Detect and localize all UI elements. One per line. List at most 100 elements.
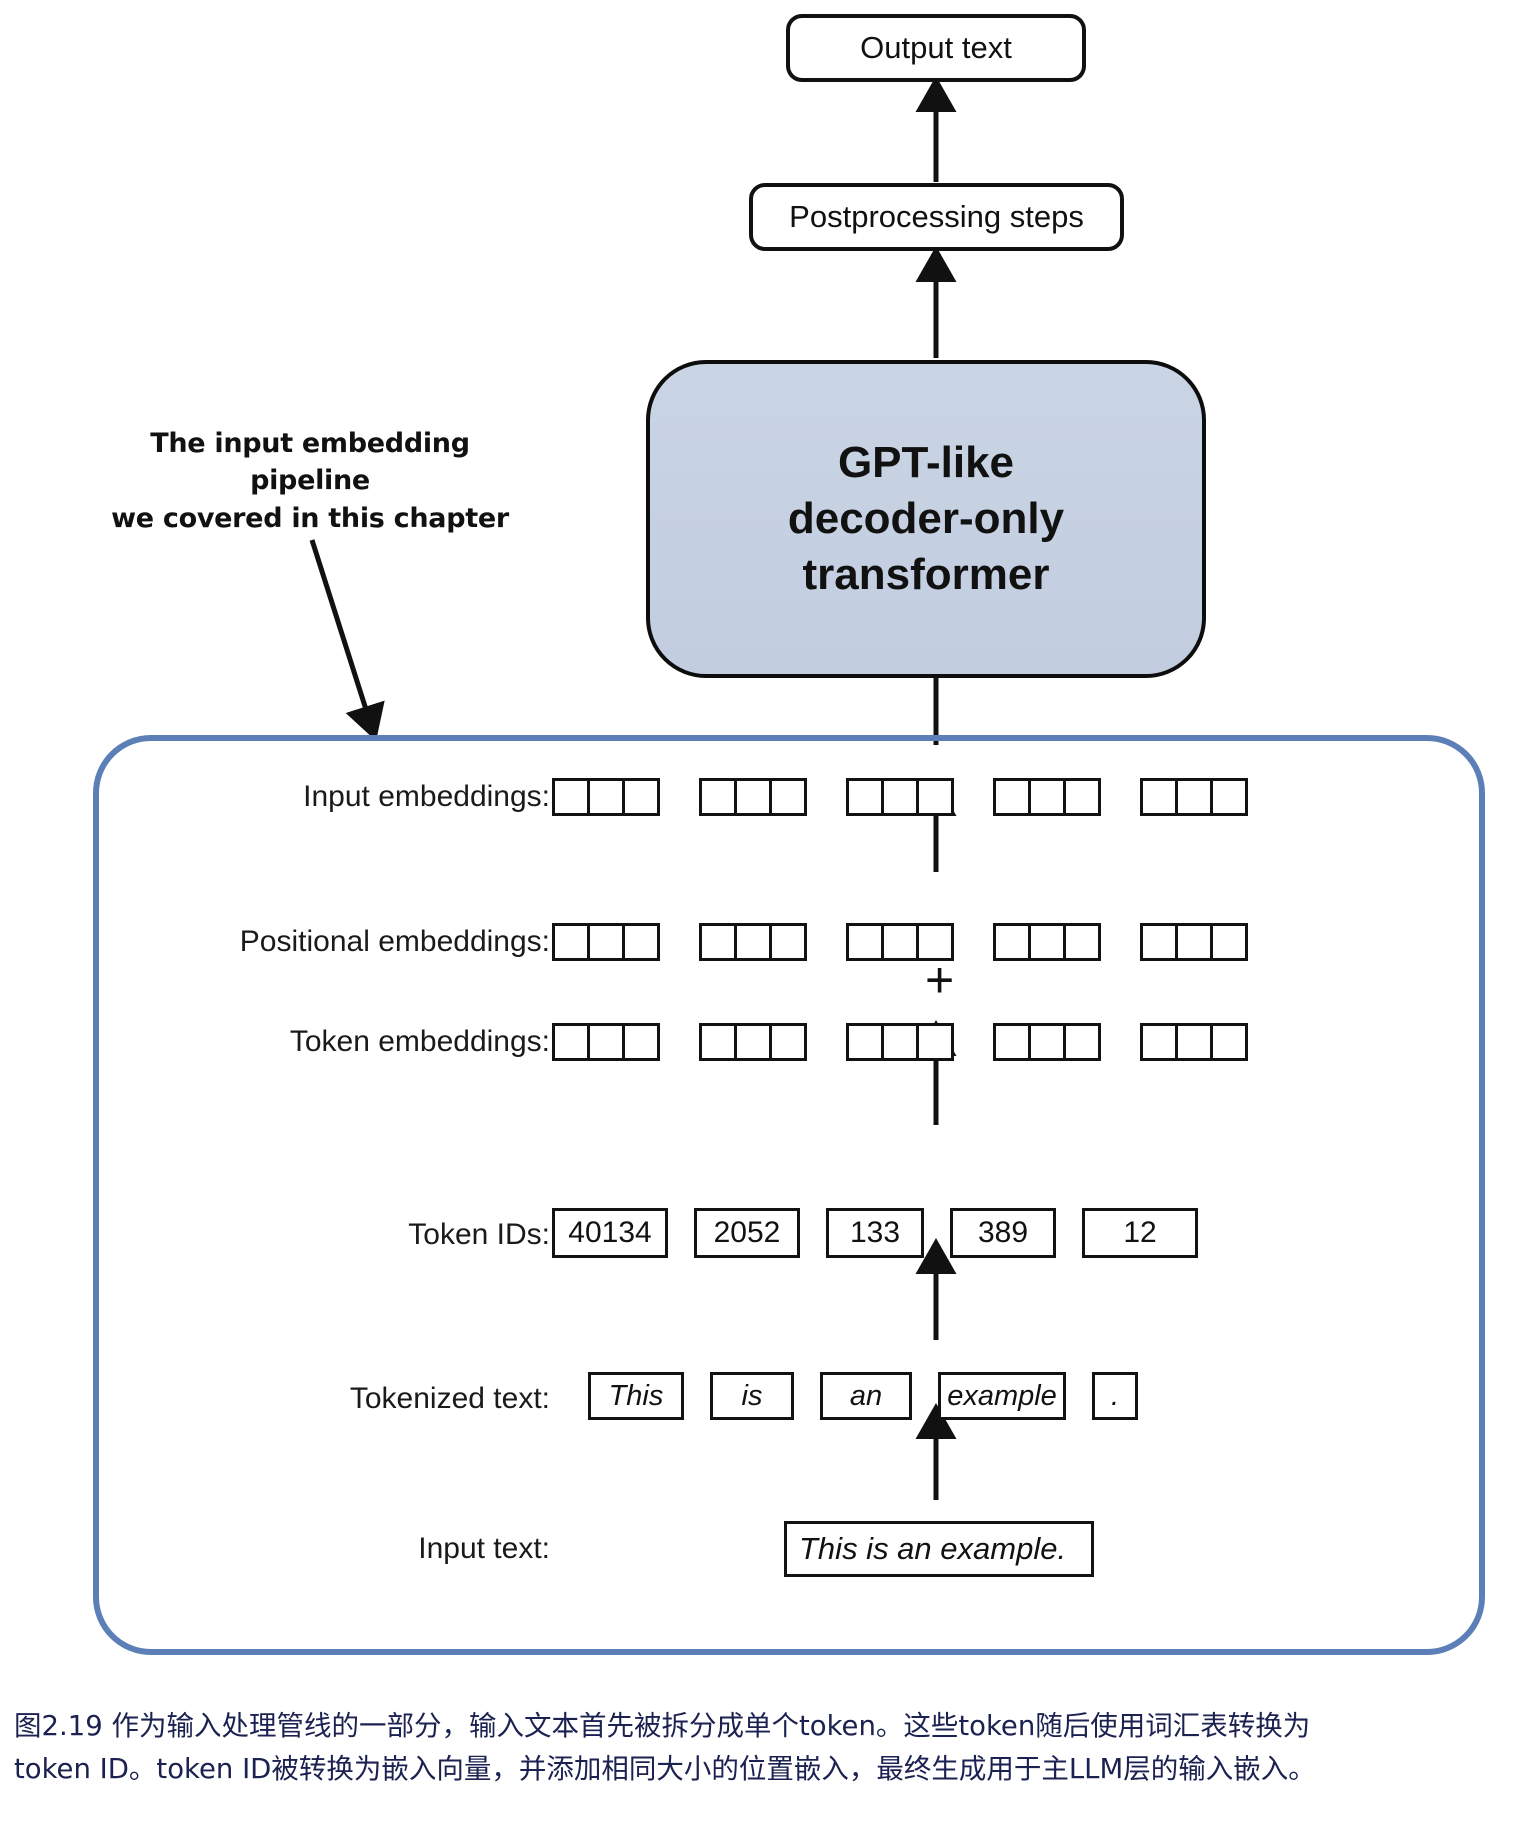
embedding-group-gap xyxy=(1101,923,1140,961)
embedding-cell xyxy=(622,778,660,816)
embedding-cell xyxy=(916,778,954,816)
token_ids-value: 12 xyxy=(1123,1216,1157,1249)
tokenized_text-box: . xyxy=(1092,1372,1138,1420)
tokenized_text-value: This xyxy=(608,1379,664,1412)
embedding-group-gap xyxy=(1101,1023,1140,1061)
embedding-cell xyxy=(1175,923,1213,961)
token_ids-box: 2052 xyxy=(694,1208,800,1258)
embedding-cell xyxy=(1210,778,1248,816)
embedding-group xyxy=(552,778,660,816)
embedding-cell xyxy=(699,778,737,816)
embedding-cell xyxy=(699,1023,737,1061)
tokenized_text-box: an xyxy=(820,1372,912,1420)
embedding-cell xyxy=(769,923,807,961)
tokenized_text-value: an xyxy=(849,1379,883,1412)
embedding-cell xyxy=(1028,923,1066,961)
embedding-group-gap xyxy=(660,1023,699,1061)
embedding-group xyxy=(993,1023,1101,1061)
embedding-group xyxy=(552,923,660,961)
pipeline-annotation: The input embedding pipeline we covered … xyxy=(90,425,530,537)
embedding-cell xyxy=(1140,1023,1178,1061)
token_ids-value: 133 xyxy=(849,1216,901,1249)
token_ids-value: 389 xyxy=(977,1216,1029,1249)
embedding-cell xyxy=(734,1023,772,1061)
embedding-cell xyxy=(1140,778,1178,816)
input-text-value: This is an example. xyxy=(799,1531,1067,1566)
embedding-group-gap xyxy=(807,778,846,816)
output-text-label: Output text xyxy=(860,30,1012,65)
embedding-cell xyxy=(1175,1023,1213,1061)
embedding-cell xyxy=(881,923,919,961)
embedding-cell xyxy=(734,778,772,816)
gpt-transformer-box: GPT-like decoder-only transformer xyxy=(646,360,1206,678)
embedding-group xyxy=(699,1023,807,1061)
row-label-token-embeddings: Token embeddings: xyxy=(289,1025,550,1058)
token_ids-box: 389 xyxy=(950,1208,1056,1258)
plus-operator: + xyxy=(925,952,955,1008)
embedding-cell xyxy=(993,1023,1031,1061)
tokenized_text-value: . xyxy=(1110,1379,1120,1412)
embedding-group xyxy=(1140,923,1248,961)
embedding-cell xyxy=(769,1023,807,1061)
embedding-cell xyxy=(1063,1023,1101,1061)
embedding-cell xyxy=(1140,923,1178,961)
embedding-group xyxy=(1140,1023,1248,1061)
embedding-cell xyxy=(734,923,772,961)
row-label-input-embeddings: Input embeddings: xyxy=(303,780,550,813)
embedding-group xyxy=(993,778,1101,816)
embedding-cell xyxy=(552,923,590,961)
embedding-cell xyxy=(699,923,737,961)
embedding-cell xyxy=(1175,778,1213,816)
tokenized_text-box: is xyxy=(710,1372,794,1420)
postprocessing-steps-box: Postprocessing steps xyxy=(749,183,1124,251)
embedding-cell xyxy=(622,1023,660,1061)
input-embedding-pipeline-container xyxy=(93,735,1485,1655)
embedding-group-gap xyxy=(954,1023,993,1061)
embedding-cell xyxy=(1210,1023,1248,1061)
token_ids-box: 40134 xyxy=(552,1208,668,1258)
embedding-group-gap xyxy=(807,1023,846,1061)
transformer-line-3: transformer xyxy=(802,550,1050,600)
embedding-cell xyxy=(1028,778,1066,816)
row-values-tokenized-text: This is an example. xyxy=(588,1372,1138,1420)
token_ids-box: 133 xyxy=(826,1208,924,1258)
embedding-cell xyxy=(881,778,919,816)
embedding-cell xyxy=(1210,923,1248,961)
embedding-group xyxy=(699,923,807,961)
arrow-annotation-pointer xyxy=(309,539,385,742)
row-label-token-ids: Token IDs: xyxy=(408,1218,550,1251)
embedding-cell xyxy=(916,923,954,961)
embedding-cell xyxy=(1063,923,1101,961)
row-label-input-text: Input text: xyxy=(418,1532,550,1565)
row-cells-input-embeddings xyxy=(552,778,1248,816)
embedding-cell xyxy=(846,778,884,816)
embedding-group-gap xyxy=(660,778,699,816)
embedding-cell xyxy=(587,778,625,816)
embedding-group-gap xyxy=(660,923,699,961)
embedding-group-gap xyxy=(954,778,993,816)
token_ids-value: 40134 xyxy=(568,1216,652,1249)
tokenized_text-box: This xyxy=(588,1372,684,1420)
embedding-cell xyxy=(1063,778,1101,816)
row-cells-positional-embeddings xyxy=(552,923,1248,961)
embedding-group-gap xyxy=(807,923,846,961)
embedding-cell xyxy=(552,1023,590,1061)
transformer-line-2: decoder-only xyxy=(787,493,1065,543)
embedding-cell xyxy=(993,923,1031,961)
embedding-group xyxy=(846,778,954,816)
embedding-cell xyxy=(846,1023,884,1061)
embedding-cell xyxy=(916,1023,954,1061)
input-text-box: This is an example. xyxy=(784,1521,1094,1577)
output-text-box: Output text xyxy=(786,14,1086,82)
annotation-line-1: The input embedding pipeline xyxy=(150,428,470,497)
row-label-positional-embeddings: Positional embeddings: xyxy=(239,925,550,958)
token_ids-box: 12 xyxy=(1082,1208,1198,1258)
embedding-group-gap xyxy=(954,923,993,961)
embedding-cell xyxy=(622,923,660,961)
tokenized_text-box: example xyxy=(938,1372,1066,1420)
embedding-group xyxy=(993,923,1101,961)
embedding-cell xyxy=(587,1023,625,1061)
embedding-group-gap xyxy=(1101,778,1140,816)
embedding-group xyxy=(846,1023,954,1061)
